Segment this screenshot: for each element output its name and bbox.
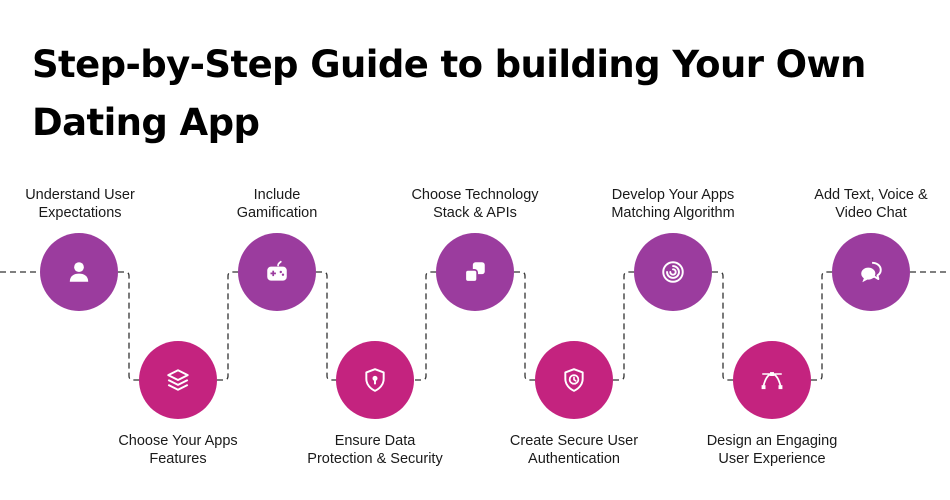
step-3-label-line1: Include bbox=[253, 187, 301, 203]
step-2-label-line1: Choose Your Apps bbox=[118, 433, 238, 449]
step-5-circle bbox=[436, 233, 514, 311]
shield-lock-icon bbox=[365, 368, 385, 392]
step-7-circle bbox=[634, 233, 712, 311]
step-6-label-line1: Create Secure User bbox=[509, 433, 639, 449]
step-3-circle bbox=[238, 233, 316, 311]
shield-clock-icon bbox=[564, 368, 584, 392]
step-5-label-line2: Stack & APIs bbox=[433, 205, 517, 221]
user-icon bbox=[69, 262, 89, 282]
vector-pen-icon bbox=[761, 372, 783, 390]
step-9-label-line1: Add Text, Voice & bbox=[814, 187, 928, 203]
step-8-circle bbox=[733, 341, 811, 419]
step-8-label-line1: Design an Engaging bbox=[706, 433, 838, 449]
step-4-label: Ensure Data Protection & Security bbox=[290, 432, 460, 468]
step-7-label-line1: Develop Your Apps bbox=[611, 187, 735, 203]
step-5-label: Choose Technology Stack & APIs bbox=[390, 186, 560, 222]
step-8-label-line2: User Experience bbox=[718, 451, 826, 467]
step-4-label-line2: Protection & Security bbox=[307, 451, 443, 467]
step-2-label-line2: Features bbox=[149, 451, 207, 467]
gamepad-icon bbox=[267, 260, 287, 281]
step-5-label-line1: Choose Technology bbox=[411, 187, 539, 203]
chat-bubbles-icon bbox=[861, 261, 882, 283]
step-3-label: Include Gamification bbox=[192, 186, 362, 222]
step-7-label-line2: Matching Algorithm bbox=[611, 205, 735, 221]
target-icon bbox=[662, 261, 684, 283]
step-3-label-line2: Gamification bbox=[236, 205, 318, 221]
step-9-label: Add Text, Voice & Video Chat bbox=[786, 186, 950, 222]
step-6-label-line2: Authentication bbox=[528, 451, 620, 467]
step-6-circle bbox=[535, 341, 613, 419]
step-2-circle bbox=[139, 341, 217, 419]
step-9-circle bbox=[832, 233, 910, 311]
step-1-circle bbox=[40, 233, 118, 311]
step-4-circle bbox=[336, 341, 414, 419]
step-1-label-line2: Expectations bbox=[38, 205, 122, 221]
page-title: Step-by-Step Guide to building Your Own … bbox=[32, 43, 866, 144]
layers-icon bbox=[167, 369, 189, 391]
step-4-label-line1: Ensure Data bbox=[334, 433, 416, 449]
stack-icon bbox=[464, 262, 485, 283]
step-2-label: Choose Your Apps Features bbox=[93, 432, 263, 468]
step-7-label: Develop Your Apps Matching Algorithm bbox=[588, 186, 758, 222]
step-8-label: Design an Engaging User Experience bbox=[687, 432, 857, 468]
step-1-label: Understand User Expectations bbox=[0, 186, 165, 222]
step-1-label-line1: Understand User bbox=[25, 187, 135, 203]
step-9-label-line2: Video Chat bbox=[835, 205, 907, 221]
step-6-label: Create Secure User Authentication bbox=[489, 432, 659, 468]
